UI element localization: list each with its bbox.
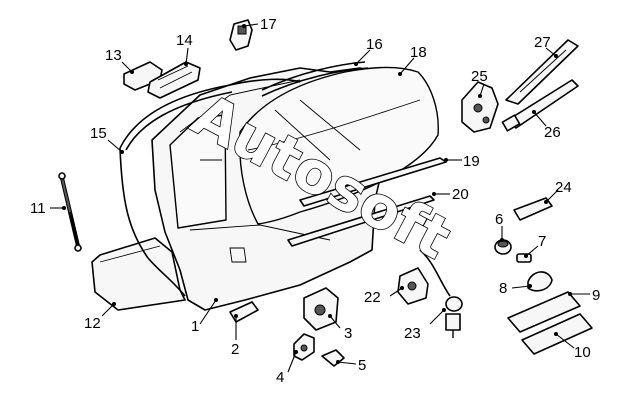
part-22-lock-mechanism xyxy=(397,267,429,305)
callout-6: 6 xyxy=(495,211,503,228)
callout-4: 4 xyxy=(276,369,284,386)
part-27-cover xyxy=(505,39,579,105)
part-4-bracket xyxy=(293,333,315,361)
callout-12: 12 xyxy=(84,315,101,332)
callout-20: 20 xyxy=(452,186,469,203)
part-6-bump-stop xyxy=(494,239,512,255)
callout-24: 24 xyxy=(555,179,572,196)
part-18-rear-window-glass xyxy=(238,66,439,225)
part-5-clip xyxy=(321,349,345,367)
part-25-hinge xyxy=(461,81,499,133)
part-8-grommet xyxy=(527,271,553,292)
part-7-screw xyxy=(516,253,532,263)
callout-18: 18 xyxy=(410,44,427,61)
part-2-handle-insert xyxy=(229,301,259,323)
callout-13: 13 xyxy=(105,47,122,64)
callout-leaders xyxy=(50,23,590,373)
part-3-latch xyxy=(303,287,339,331)
part-11-gas-strut xyxy=(58,172,82,252)
callout-17: 17 xyxy=(260,16,277,33)
callout-19: 19 xyxy=(463,153,480,170)
callout-10: 10 xyxy=(574,344,591,361)
callout-5: 5 xyxy=(358,357,366,374)
callout-27: 27 xyxy=(534,34,551,51)
part-20-lower-moulding xyxy=(287,195,435,247)
callout-11: 11 xyxy=(30,200,46,217)
callout-3: 3 xyxy=(344,325,352,342)
part-17-clip xyxy=(229,19,253,51)
callout-1: 1 xyxy=(191,318,199,335)
callout-8: 8 xyxy=(499,280,507,297)
callout-23: 23 xyxy=(404,325,421,342)
callout-26: 26 xyxy=(544,124,561,141)
part-24-small-trim xyxy=(513,197,553,221)
callout-16: 16 xyxy=(366,36,383,53)
part-9-plate xyxy=(507,291,581,333)
callout-9: 9 xyxy=(592,287,600,304)
part-15-weatherstrip-seal xyxy=(119,78,301,297)
callout-14: 14 xyxy=(176,32,193,49)
callout-2: 2 xyxy=(231,341,239,358)
part-26-wiper-arm xyxy=(501,79,579,132)
callout-15: 15 xyxy=(90,125,107,142)
callout-22: 22 xyxy=(364,289,381,306)
callout-7: 7 xyxy=(538,233,546,250)
part-23-lock-cylinder xyxy=(419,249,463,338)
callout-25: 25 xyxy=(471,68,488,85)
